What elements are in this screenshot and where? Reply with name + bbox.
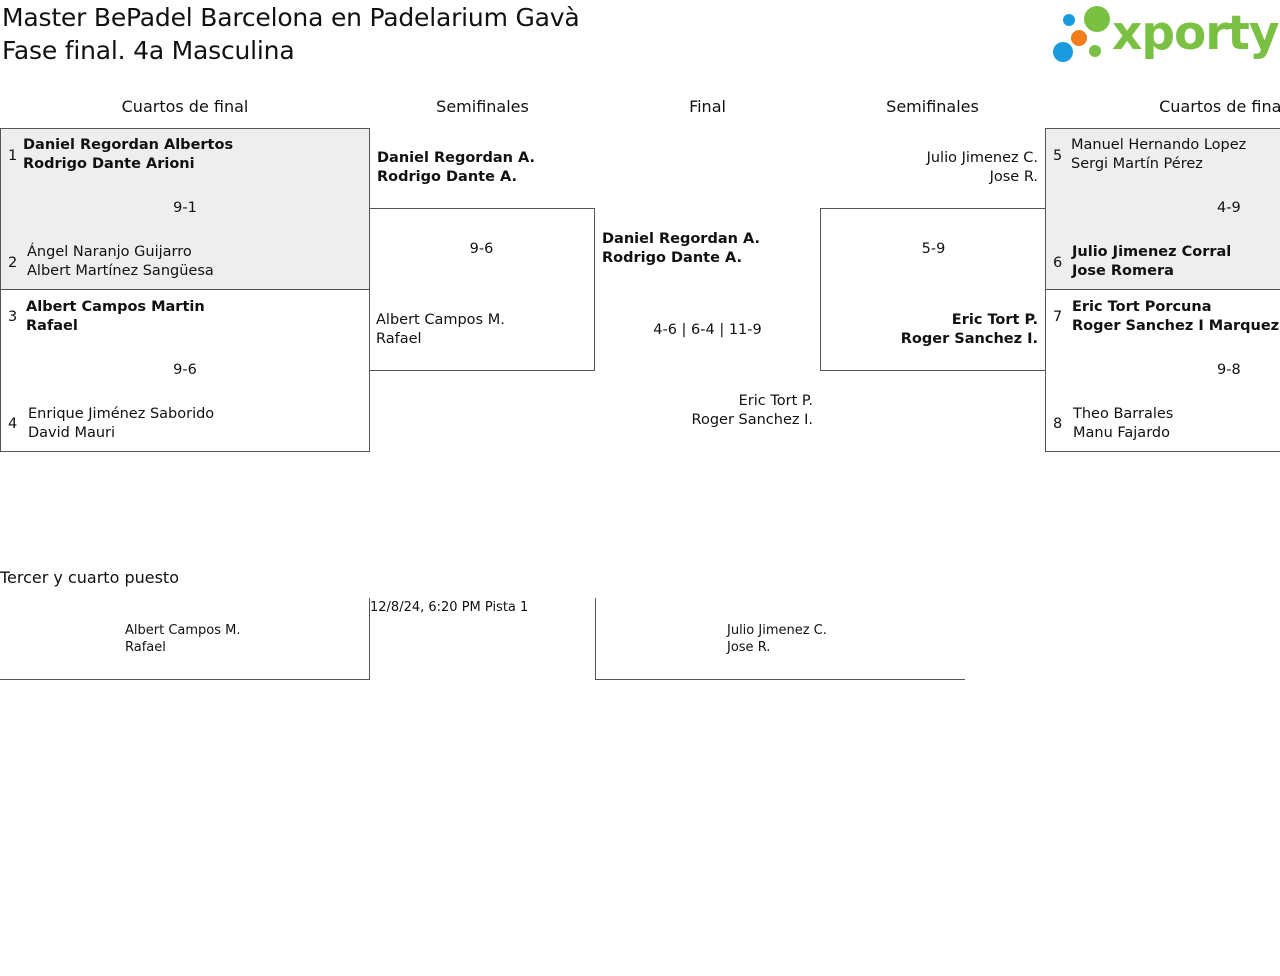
player-name: Rodrigo Dante Arioni — [23, 156, 195, 172]
match-score: 4-9 — [1217, 200, 1241, 216]
seed-number: 4 — [8, 416, 18, 432]
xporty-logo: xporty — [1050, 4, 1280, 68]
player-name: Manuel Hernando Lopez — [1071, 137, 1247, 153]
match-score: 9-6 — [173, 362, 197, 378]
match-score: 9-6 — [469, 241, 494, 257]
player-name: Daniel Regordan A. — [377, 150, 535, 166]
bracket-line — [595, 598, 596, 680]
player-name: Albert Campos M. — [376, 312, 505, 328]
match-schedule: 12/8/24, 6:20 PM Pista 1 — [370, 600, 529, 615]
player-name: Albert Campos Martin — [26, 299, 205, 315]
player-name: Albert Campos M. — [125, 623, 241, 638]
player-name: Eric Tort P. — [951, 312, 1038, 328]
player-name: Rafael — [125, 640, 166, 655]
player-name: Manu Fajardo — [1073, 425, 1170, 441]
page-subtitle: Fase final. 4a Masculina — [2, 36, 295, 65]
bracket-line — [595, 679, 965, 680]
sf-left-match[interactable]: 9-6 Albert Campos M. Rafael — [369, 208, 595, 371]
col-header-sf-right: Semifinales — [886, 97, 979, 116]
match-score: 5-9 — [921, 241, 946, 257]
qf-right-match-2[interactable]: 7 Eric Tort Porcuna Roger Sanchez I Marq… — [1045, 289, 1280, 452]
qf-left-match-1[interactable]: 1 Daniel Regordan Albertos Rodrigo Dante… — [0, 128, 370, 290]
player-name: Eric Tort P. — [738, 393, 813, 409]
player-name: Roger Sanchez I Marquez — [1072, 318, 1280, 334]
player-name: Roger Sanchez I. — [691, 412, 813, 428]
qf-left-match-2[interactable]: 3 Albert Campos Martin Rafael 9-6 4 Enri… — [0, 289, 370, 452]
player-name: Sergi Martín Pérez — [1071, 156, 1203, 172]
player-name: Julio Jimenez C. — [926, 150, 1038, 166]
logo-text: xporty — [1112, 6, 1280, 61]
player-name: David Mauri — [28, 425, 116, 441]
logo-dots-icon — [1053, 6, 1110, 62]
player-name: Rafael — [376, 331, 422, 347]
match-score: 4-6 | 6-4 | 11-9 — [653, 322, 762, 338]
col-header-qf-right: Cuartos de final — [1159, 97, 1280, 116]
col-header-final: Final — [689, 97, 726, 116]
col-header-sf-left: Semifinales — [436, 97, 529, 116]
third-place-match[interactable]: 12/8/24, 6:20 PM Pista 1 Albert Campos M… — [0, 598, 965, 680]
seed-number: 1 — [8, 148, 18, 164]
player-name: Enrique Jiménez Saborido — [28, 406, 215, 422]
third-place-title: Tercer y cuarto puesto — [0, 568, 179, 587]
player-name: Eric Tort Porcuna — [1072, 299, 1212, 315]
player-name: Jose Romera — [1072, 263, 1174, 279]
player-name: Daniel Regordan A. — [602, 231, 760, 247]
seed-number: 7 — [1053, 309, 1063, 325]
qf-right-match-1[interactable]: 5 Manuel Hernando Lopez Sergi Martín Pér… — [1045, 128, 1280, 290]
player-name: Jose R. — [989, 169, 1038, 185]
seed-number: 5 — [1053, 148, 1063, 164]
seed-number: 2 — [8, 255, 18, 271]
match-score: 9-1 — [173, 200, 197, 216]
player-name: Jose R. — [727, 640, 771, 655]
player-name: Rodrigo Dante A. — [377, 169, 517, 185]
player-name: Julio Jimenez C. — [727, 623, 827, 638]
player-name: Rafael — [26, 318, 78, 334]
col-header-qf-left: Cuartos de final — [121, 97, 249, 116]
match-score: 9-8 — [1217, 362, 1241, 378]
seed-number: 8 — [1053, 416, 1063, 432]
sf-right-match[interactable]: 5-9 Eric Tort P. Roger Sanchez I. — [820, 208, 1046, 371]
player-name: Rodrigo Dante A. — [602, 250, 742, 266]
player-name: Julio Jimenez Corral — [1072, 244, 1232, 260]
player-name: Albert Martínez Sangüesa — [27, 263, 214, 279]
seed-number: 3 — [8, 309, 18, 325]
player-name: Roger Sanchez I. — [900, 331, 1038, 347]
page-title: Master BePadel Barcelona en Padelarium G… — [2, 3, 580, 32]
seed-number: 6 — [1053, 255, 1063, 271]
bracket-line — [369, 598, 370, 680]
player-name: Ángel Naranjo Guijarro — [27, 244, 192, 260]
player-name: Theo Barrales — [1073, 406, 1174, 422]
player-name: Daniel Regordan Albertos — [23, 137, 234, 153]
bracket-line — [0, 679, 370, 680]
